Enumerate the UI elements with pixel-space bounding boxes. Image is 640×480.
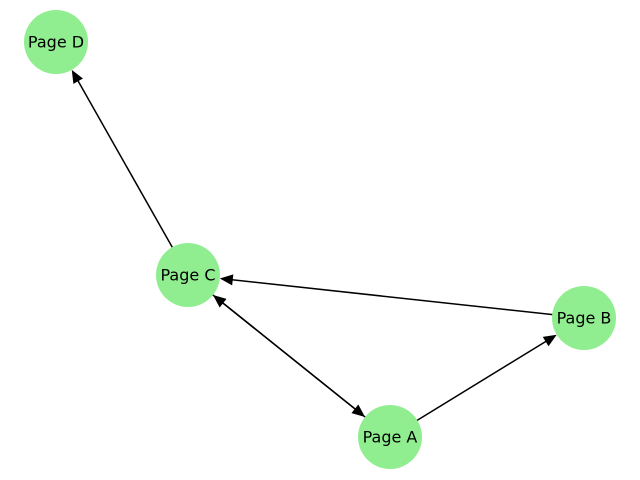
node-circle-A <box>358 405 422 469</box>
edges-layer <box>71 69 585 438</box>
node-label-D: Page D <box>28 33 84 52</box>
edge-arrowhead-icon-C-A <box>351 404 366 417</box>
node-label-C: Page C <box>161 266 216 285</box>
edge-arrowhead-icon-B-C <box>219 274 234 286</box>
labels-layer: Page D Page C Page B Page A <box>28 33 611 447</box>
edge-line-B-C <box>229 278 585 319</box>
node-label-B: Page B <box>557 309 612 328</box>
edge-arrowhead-icon-C-D <box>71 69 83 84</box>
node-circle-C <box>156 243 220 307</box>
edge-arrowhead-icon-A-B <box>542 334 557 347</box>
node-circle-D <box>24 10 88 74</box>
nodes-layer <box>24 10 616 469</box>
node-circle-B <box>552 286 616 350</box>
node-label-A: Page A <box>363 428 418 447</box>
edge-line-C-D <box>76 78 189 276</box>
edge-line-C-A <box>187 274 358 412</box>
